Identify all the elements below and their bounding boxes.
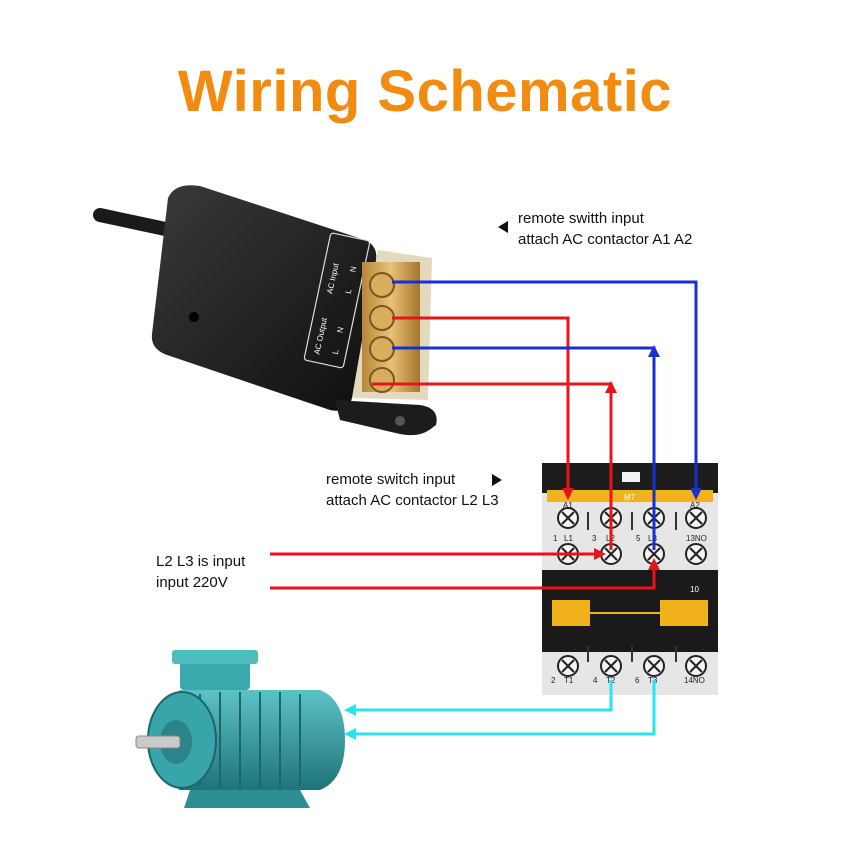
screw-icon	[369, 336, 395, 362]
mounting-tab	[335, 400, 437, 436]
receiver-housing	[151, 185, 377, 411]
terminal-number: 5	[636, 534, 641, 543]
pin-label: N	[335, 326, 345, 334]
pin-label: N	[348, 265, 358, 273]
wire-to-a2	[392, 280, 698, 497]
supply-wire-l3	[270, 566, 656, 590]
supply-note: L2 L3 is input input 220V	[156, 551, 245, 593]
coil-term-label: A2	[690, 501, 700, 510]
note-line: attach AC contactor A1 A2	[518, 231, 693, 248]
note-line: remote switth input	[518, 210, 644, 227]
arrow-down-icon	[562, 488, 574, 500]
aux-number: 10	[690, 585, 699, 594]
right-pointer-icon	[492, 474, 502, 486]
terminal-label: T1	[564, 676, 574, 685]
ac-contactor: M7 A1 A2 10 1 L1 3 L2 5 L3 13NO 2 T1 4 T…	[542, 463, 718, 695]
motor-wire-t3	[352, 680, 656, 736]
arrow-up-icon	[648, 345, 660, 357]
left-pointer-icon	[498, 221, 508, 233]
arrow-left-icon	[344, 728, 356, 740]
screw-icon	[369, 305, 395, 331]
coil-band	[547, 490, 713, 502]
pin-label: L	[331, 348, 341, 355]
screw-icon	[369, 367, 395, 393]
model-label: M7	[624, 493, 636, 502]
note-line: attach AC contactor L2 L3	[326, 492, 499, 509]
arrow-right-icon	[594, 548, 606, 560]
note-line: remote switch input	[326, 471, 456, 488]
phase-input-note: remote switch input attach AC contactor …	[326, 469, 499, 511]
motor-wire-t2	[352, 680, 613, 712]
armature-slider	[552, 600, 708, 626]
screw-terminal-icon	[557, 507, 579, 529]
screw-icon	[369, 272, 395, 298]
screw-terminal-icon	[685, 543, 707, 565]
remote-receiver: AC Output AC Input L N L N	[93, 185, 437, 436]
screw-terminals	[369, 272, 395, 393]
terminal-number: 3	[592, 534, 597, 543]
arrow-down-icon	[690, 488, 702, 500]
screw-terminal-icon	[685, 507, 707, 529]
screw-terminal-icon	[600, 655, 622, 677]
pin-label: L	[344, 288, 354, 295]
coil-input-note: remote switth input attach AC contactor …	[518, 208, 692, 250]
coil-term-label: A1	[563, 501, 573, 510]
terminal-number: 1	[553, 534, 558, 543]
terminal-box	[180, 660, 250, 690]
terminal-number: 2	[551, 676, 556, 685]
terminal-label: 14NO	[684, 676, 705, 685]
arrow-left-icon	[344, 704, 356, 716]
note-line: input 220V	[156, 574, 228, 591]
terminal-label: 13NO	[686, 534, 707, 543]
indicator-hole	[189, 312, 199, 322]
arrow-up-icon	[648, 558, 660, 570]
motor-foot	[184, 790, 310, 808]
wires	[270, 280, 702, 740]
contactor-screws	[557, 507, 707, 677]
motor-shaft	[135, 735, 181, 749]
screw-terminal-icon	[557, 655, 579, 677]
top-slot	[622, 472, 640, 482]
wire-to-a1	[392, 316, 570, 497]
screw-terminal-icon	[643, 655, 665, 677]
note-line: L2 L3 is input	[156, 553, 246, 570]
power-cable	[93, 208, 177, 237]
terminal-box-lid	[172, 650, 258, 664]
mounting-hole	[395, 416, 405, 426]
arrow-up-icon	[605, 381, 617, 393]
page-title: Wiring Schematic	[177, 59, 673, 124]
terminal-number: 4	[593, 676, 598, 685]
electric-motor	[135, 650, 345, 808]
terminal-number: 6	[635, 676, 640, 685]
terminal-label: L1	[564, 534, 573, 543]
screw-terminal-icon	[685, 655, 707, 677]
